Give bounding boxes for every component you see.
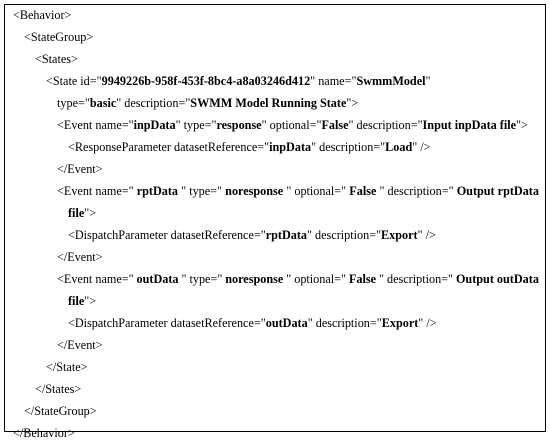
- code-value: inpData: [133, 118, 176, 132]
- code-text: " optional=": [286, 272, 347, 286]
- code-text: " description=": [378, 272, 454, 286]
- code-line: <DispatchParameter datasetReference="out…: [68, 315, 437, 331]
- code-line: type="basic" description="SWMM Model Run…: [57, 95, 358, 111]
- code-value: rptData: [136, 184, 179, 198]
- code-line: file">: [68, 293, 96, 309]
- code-text: <StateGroup>: [24, 30, 94, 44]
- code-text: ">: [346, 96, 359, 110]
- code-line: </State>: [46, 359, 88, 375]
- code-value: file: [68, 206, 85, 220]
- code-text: " description=": [348, 118, 423, 132]
- code-text: " description=": [307, 316, 382, 330]
- code-text: <DispatchParameter datasetReference=": [68, 316, 266, 330]
- code-line: </Event>: [57, 249, 103, 265]
- code-text: " description=": [379, 184, 454, 198]
- code-text: " optional=": [286, 184, 347, 198]
- code-text: <Behavior>: [13, 8, 72, 22]
- code-text: " />: [418, 316, 437, 330]
- code-text: " type=": [181, 184, 223, 198]
- code-line: <ResponseParameter datasetReference="inp…: [68, 139, 431, 155]
- code-line: </Behavior>: [13, 425, 75, 441]
- code-value: Input inpData file: [422, 118, 517, 132]
- code-line: <State id="9949226b-958f-453f-8bc4-a8a03…: [46, 73, 430, 89]
- code-text: " optional=": [261, 118, 322, 132]
- code-text: </States>: [35, 382, 82, 396]
- code-value: Output outData: [455, 272, 539, 286]
- code-line: </States>: [35, 381, 81, 397]
- code-line: <Behavior>: [13, 7, 71, 23]
- code-text: ">: [84, 294, 97, 308]
- code-line: </Event>: [57, 161, 103, 177]
- code-text: <ResponseParameter datasetReference=": [68, 140, 270, 154]
- code-text: " />: [417, 228, 436, 242]
- code-text: <State id=": [46, 74, 102, 88]
- code-value: Output rptData: [456, 184, 539, 198]
- code-text: <Event name=": [57, 184, 134, 198]
- code-line: <Event name="rptData" type="noresponse" …: [57, 183, 539, 199]
- code-value: False: [348, 272, 377, 286]
- code-text: ": [425, 74, 431, 88]
- code-line: </StateGroup>: [24, 403, 97, 419]
- code-text: <DispatchParameter datasetReference=": [68, 228, 266, 242]
- code-line: <Event name="inpData" type="response" op…: [57, 117, 528, 133]
- code-value: False: [321, 118, 349, 132]
- code-value: file: [68, 294, 85, 308]
- code-text: ">: [516, 118, 528, 132]
- code-text: </Event>: [57, 162, 103, 176]
- code-line: file">: [68, 205, 96, 221]
- code-value: Load: [385, 140, 413, 154]
- code-value: 9949226b-958f-453f-8bc4-a8a03246d412: [101, 74, 311, 88]
- code-text: type=": [57, 96, 90, 110]
- code-text: </State>: [46, 360, 88, 374]
- code-text: </Event>: [57, 250, 103, 264]
- code-value: rptData: [265, 228, 308, 242]
- code-line: <States>: [35, 51, 78, 67]
- code-text: " name=": [310, 74, 357, 88]
- code-text: </StateGroup>: [24, 404, 97, 418]
- code-text: <Event name=": [57, 272, 134, 286]
- code-line: </Event>: [57, 337, 103, 353]
- code-value: Export: [381, 228, 418, 242]
- code-value: outData: [265, 316, 308, 330]
- code-value: response: [216, 118, 262, 132]
- code-text: " />: [412, 140, 431, 154]
- code-text: " type=": [181, 272, 223, 286]
- code-line: <StateGroup>: [24, 29, 93, 45]
- code-text: " type=": [175, 118, 217, 132]
- code-line: <DispatchParameter datasetReference="rpt…: [68, 227, 436, 243]
- code-text: <Event name=": [57, 118, 134, 132]
- code-value: inpData: [269, 140, 312, 154]
- code-text: </Behavior>: [13, 426, 75, 440]
- code-value: SwmmModel: [356, 74, 426, 88]
- code-text: " description=": [116, 96, 191, 110]
- code-value: outData: [136, 272, 179, 286]
- code-value: SWMM Model Running State: [190, 96, 347, 110]
- code-text: </Event>: [57, 338, 103, 352]
- code-text: " description=": [311, 140, 386, 154]
- code-value: noresponse: [225, 272, 284, 286]
- code-value: Export: [381, 316, 419, 330]
- code-text: " description=": [307, 228, 382, 242]
- code-text: <States>: [35, 52, 78, 66]
- code-line: <Event name="outData" type="noresponse" …: [57, 271, 539, 287]
- code-value: basic: [89, 96, 117, 110]
- xml-code-box: [4, 4, 546, 432]
- code-value: noresponse: [225, 184, 284, 198]
- code-text: ">: [84, 206, 97, 220]
- code-value: False: [349, 184, 377, 198]
